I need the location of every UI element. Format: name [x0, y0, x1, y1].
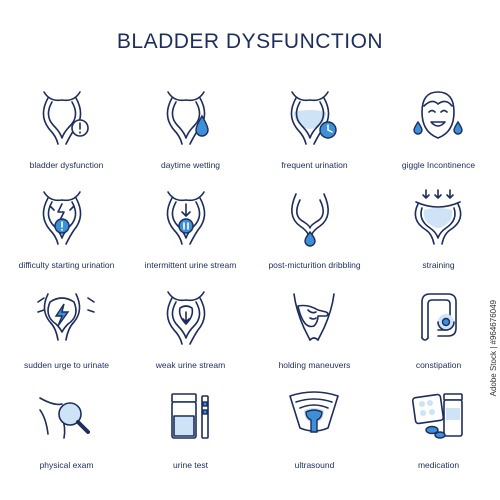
bladder-lightning-icon — [42, 191, 82, 245]
tile-label: frequent urination — [281, 160, 348, 170]
intestine-icon — [421, 293, 457, 341]
tile-label: bladder dysfunction — [29, 160, 104, 170]
tile-daytime-wetting: daytime wetting — [128, 88, 253, 188]
hand-on-pelvis-icon — [293, 293, 335, 341]
tile-physical-exam: physical exam — [4, 388, 129, 488]
bladder-weak-stream-icon — [166, 291, 206, 345]
tile-label: post-micturition dribbling — [268, 260, 361, 270]
tile-difficulty-starting-urination: difficulty starting urination — [4, 188, 129, 288]
tile-constipation: constipation — [376, 288, 500, 388]
tile-giggle-incontinence: giggle Incontinence — [376, 88, 500, 188]
tile-frequent-urination: frequent urination — [252, 88, 377, 188]
tile-label: ultrasound — [294, 460, 335, 470]
magnifier-hip-icon — [39, 397, 90, 439]
tile-label: sudden urge to urinate — [23, 360, 110, 370]
tile-label: giggle Incontinence — [401, 160, 476, 170]
bladder-clock-icon — [290, 91, 337, 145]
tile-bladder-dysfunction: bladder dysfunction — [4, 88, 129, 188]
laughing-face-icon — [413, 91, 463, 139]
tile-label: difficulty starting urination — [18, 260, 115, 270]
tile-medication: medication — [376, 388, 500, 488]
ultrasound-icon — [289, 391, 339, 433]
tile-label: daytime wetting — [160, 160, 221, 170]
bladder-dribble-icon — [291, 193, 329, 247]
tile-ultrasound: ultrasound — [252, 388, 377, 488]
tile-label: physical exam — [39, 460, 94, 470]
bladder-alert-icon — [42, 91, 89, 145]
tile-label: straining — [422, 260, 455, 270]
tile-label: intermittent urine stream — [144, 260, 237, 270]
sample-jar-icon — [171, 393, 209, 439]
bladder-urge-icon — [37, 293, 95, 341]
tile-intermittent-urine-stream: intermittent urine stream — [128, 188, 253, 288]
tile-label: medication — [417, 460, 460, 470]
stock-id-text: Adobe Stock | #964676049 — [489, 300, 498, 397]
pills-icon — [411, 393, 463, 439]
bladder-pressure-icon — [414, 189, 462, 245]
tile-label: weak urine stream — [155, 360, 226, 370]
bladder-drop-icon — [166, 91, 209, 145]
tile-label: constipation — [415, 360, 462, 370]
page-title: BLADDER DYSFUNCTION — [116, 30, 384, 53]
tile-holding-maneuvers: holding maneuvers — [252, 288, 377, 388]
tile-straining: straining — [376, 188, 500, 288]
tile-label: urine test — [173, 460, 208, 470]
bladder-pause-icon — [166, 191, 206, 245]
tile-sudden-urge-to-urinate: sudden urge to urinate — [4, 288, 129, 388]
tile-weak-urine-stream: weak urine stream — [128, 288, 253, 388]
tile-label: holding maneuvers — [278, 360, 351, 370]
tile-post-micturition-dribbling: post-micturition dribbling — [252, 188, 377, 288]
tile-urine-test: urine test — [128, 388, 253, 488]
